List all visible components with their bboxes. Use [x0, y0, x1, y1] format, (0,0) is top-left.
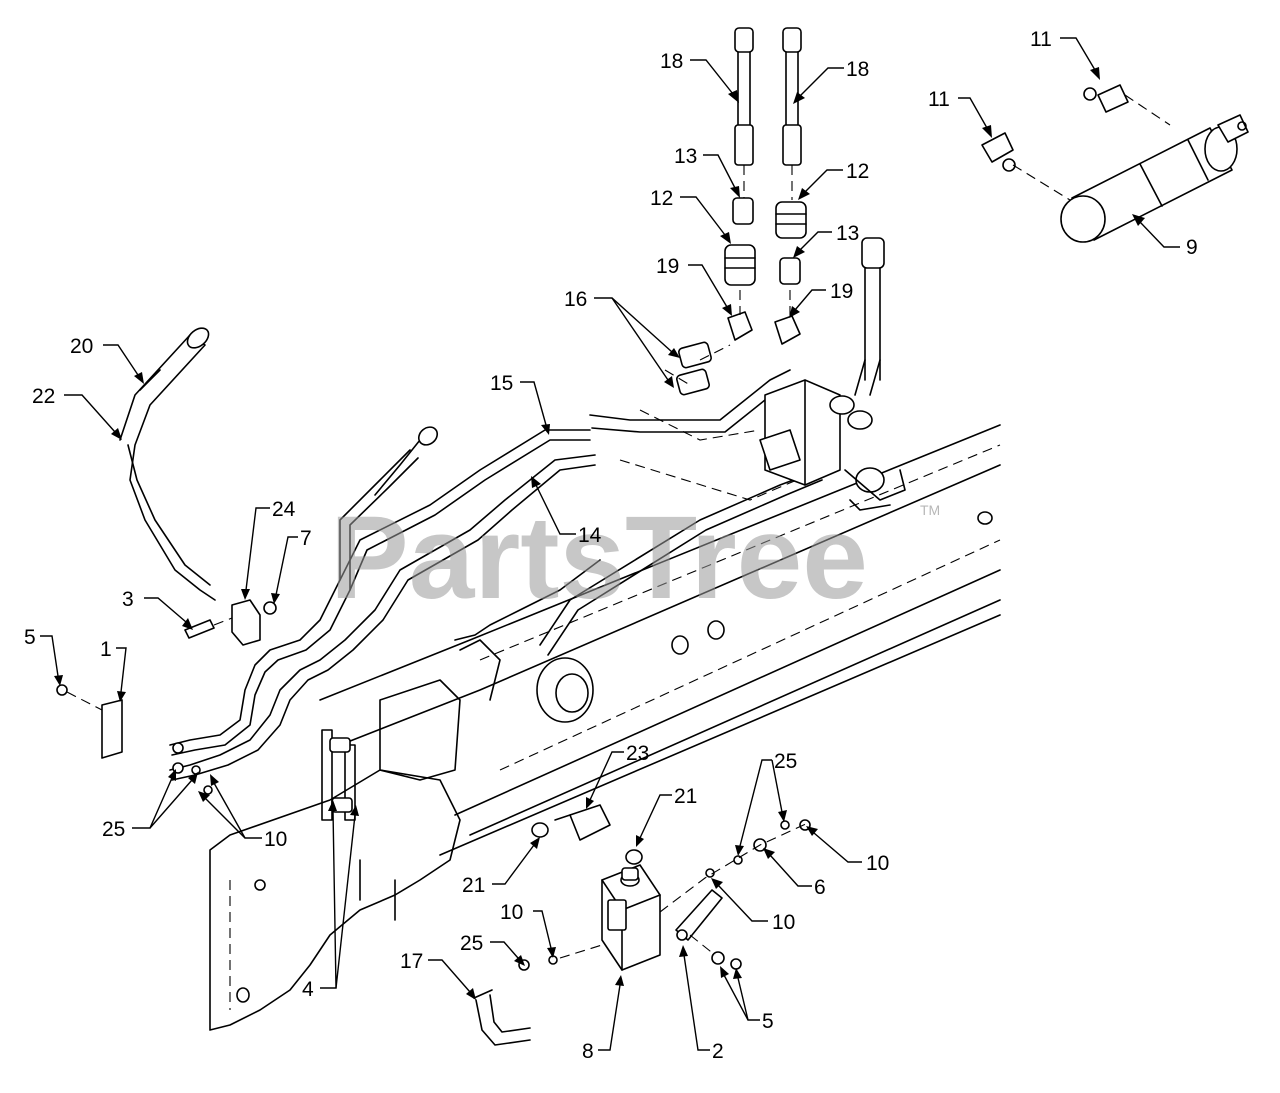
watermark-trademark: TM [920, 502, 940, 518]
callout-9: 9 [1186, 236, 1198, 259]
callout-21-lower: 21 [462, 874, 485, 897]
callout-23: 23 [626, 742, 649, 765]
lift-handle [119, 327, 439, 601]
callout-24: 24 [272, 498, 296, 521]
callout-10-left: 10 [264, 828, 287, 851]
callout-18-right: 18 [846, 58, 869, 81]
callout-25-left: 25 [102, 818, 125, 841]
callout-10-middle: 10 [772, 911, 795, 934]
callout-25-lower: 25 [460, 932, 483, 955]
callout-5-right: 5 [762, 1010, 774, 1033]
callout-22: 22 [32, 385, 55, 408]
callout-4: 4 [302, 978, 314, 1001]
watermark-text: PartsTree [330, 492, 868, 624]
tractor-frame [209, 424, 1001, 1031]
callout-18-left: 18 [660, 50, 683, 73]
hydraulic-cylinder [981, 84, 1249, 243]
callout-10-far-right: 10 [866, 852, 889, 875]
callout-19-left: 19 [656, 255, 679, 278]
callout-1: 1 [100, 638, 112, 661]
callout-19-right: 19 [830, 280, 853, 303]
callout-25-right: 25 [774, 750, 797, 773]
callout-14: 14 [578, 524, 602, 547]
callout-6: 6 [814, 876, 826, 899]
callout-15: 15 [490, 372, 513, 395]
callout-7: 7 [300, 527, 312, 550]
callout-8: 8 [582, 1040, 594, 1063]
callout-13-right: 13 [836, 222, 859, 245]
callout-16: 16 [564, 288, 587, 311]
callout-3: 3 [122, 588, 134, 611]
lift-valve-block [473, 804, 811, 1046]
callout-20: 20 [70, 335, 93, 358]
callout-11-left: 11 [928, 88, 950, 111]
callout-11-top: 11 [1030, 28, 1052, 51]
callout-12-right: 12 [846, 160, 869, 183]
callout-5-left: 5 [24, 626, 36, 649]
hoses-and-fittings [664, 27, 807, 396]
callout-10-lower: 10 [500, 901, 523, 924]
callout-17: 17 [400, 950, 423, 973]
callout-labels: 11 11 9 18 18 13 12 12 13 19 19 16 20 22… [24, 28, 1198, 1063]
control-valve-assembly [759, 237, 906, 511]
callout-leaders [40, 37, 1180, 1051]
pivot-bracket [184, 599, 277, 646]
hydraulic-lines [169, 369, 823, 781]
callout-13-left: 13 [674, 145, 697, 168]
callout-2: 2 [712, 1040, 724, 1063]
callout-12-left: 12 [650, 187, 673, 210]
callout-21-upper: 21 [674, 785, 697, 808]
